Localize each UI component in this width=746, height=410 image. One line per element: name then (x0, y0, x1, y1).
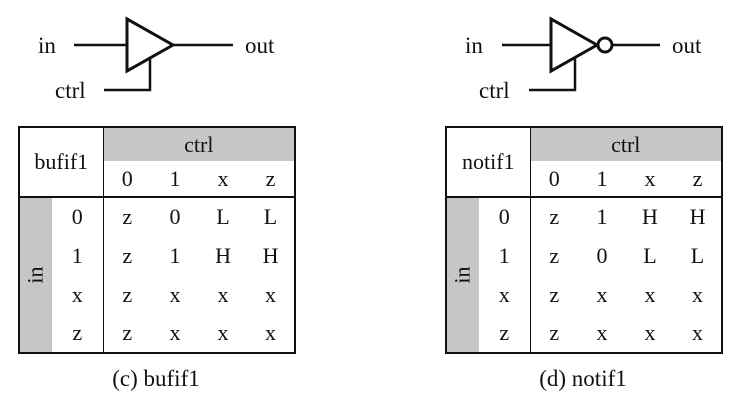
in-group-header: in (19, 197, 52, 353)
row-header: x (52, 275, 104, 314)
in-group-label: in (450, 266, 475, 284)
truth-cell: x (265, 281, 277, 307)
truth-cell: 0 (169, 204, 181, 229)
ctrl-group-header: ctrl (530, 127, 723, 161)
bufif1-out-label: out (245, 33, 275, 58)
truth-cell: x (692, 281, 703, 307)
bufif1-ctrl-wire (104, 57, 152, 92)
truth-cell: z (122, 242, 133, 268)
caption-notif1: (d) notif1 (539, 366, 627, 391)
in-group-header: in (446, 197, 479, 353)
truth-cell: 1 (169, 242, 181, 268)
table-row: x z x x x (19, 275, 295, 314)
truth-cell: L (216, 204, 230, 229)
col-header: 0 (530, 161, 578, 198)
truth-cell: z (122, 320, 133, 345)
truth-cell: x (265, 320, 277, 345)
truth-cell: x (169, 281, 181, 307)
notif1-truth-table: notif1 ctrl 0 1 x z in 0 z 1 H H 1 z 0 L… (445, 126, 724, 354)
notif1-ctrl-wire (529, 57, 577, 92)
table-row: in 0 z 0 L L (19, 197, 295, 353)
truth-cell: 1 (596, 204, 608, 229)
notif1-out-label: out (672, 33, 702, 58)
truth-cell: x (596, 281, 608, 307)
truth-cell: H (689, 204, 706, 229)
bufif1-in-label: in (38, 33, 56, 58)
table-row: 1 z 0 L L (446, 236, 722, 275)
table-row: z z x x x (446, 314, 722, 353)
truth-cell: z (122, 281, 133, 307)
row-header: 1 (479, 236, 531, 275)
table-row: z z x x x (19, 314, 295, 353)
row-header: x (479, 275, 531, 314)
truth-cell: H (262, 242, 279, 268)
truth-cell: z (549, 320, 560, 345)
truth-cell: L (263, 204, 278, 229)
truth-cell: z (549, 242, 560, 268)
bufif1-symbol: in out ctrl (38, 16, 275, 103)
bufif1-ctrl-label: ctrl (55, 78, 86, 103)
truth-cell: z (549, 281, 560, 307)
truth-cell: x (644, 281, 656, 307)
table-row: x z x x x (446, 275, 722, 314)
truth-cell: 0 (596, 242, 608, 268)
col-header: x (199, 161, 248, 198)
truth-cell: L (690, 242, 705, 268)
truth-cell: z (122, 204, 133, 229)
col-header: z (674, 161, 723, 198)
table-row: 1 z 1 H H (19, 236, 295, 275)
truth-cell: x (217, 320, 229, 345)
ctrl-group-header: ctrl (103, 127, 296, 161)
col-header: x (626, 161, 674, 198)
truth-cell: x (169, 320, 181, 345)
truth-cell: H (642, 204, 658, 229)
table-row: 0 1 x z (446, 161, 723, 198)
caption-bufif1: (c) bufif1 (112, 366, 200, 391)
truth-cell: x (217, 281, 229, 307)
col-header: z (247, 161, 296, 198)
notif1-in-label: in (465, 33, 483, 58)
inverter-bubble-icon (596, 36, 614, 54)
row-header: z (52, 314, 104, 353)
table-row: notif1 ctrl (446, 127, 723, 198)
table-row: 0 1 x z (19, 161, 296, 198)
notif1-symbol: in out ctrl (465, 16, 702, 103)
col-header: 0 (103, 161, 152, 198)
truth-cell: x (596, 320, 608, 345)
row-header: 0 (52, 197, 104, 236)
truth-cell: x (644, 320, 656, 345)
truth-cell: x (692, 320, 703, 345)
table-row: bufif1 ctrl (19, 127, 296, 198)
table-corner-gate-name: notif1 (446, 127, 531, 198)
row-header: z (479, 314, 531, 353)
truth-cell: L (643, 242, 657, 268)
truth-cell: z (549, 204, 560, 229)
bufif1-truth-table: bufif1 ctrl 0 1 x z in 0 z 0 L L 1 z 1 H… (18, 126, 297, 354)
table-corner-gate-name: bufif1 (19, 127, 104, 198)
truth-cell: H (215, 242, 231, 268)
col-header: 1 (578, 161, 626, 198)
notif1-ctrl-label: ctrl (479, 78, 510, 103)
row-header: 1 (52, 236, 104, 275)
col-header: 1 (151, 161, 200, 198)
row-header: 0 (479, 197, 531, 236)
in-group-label: in (23, 266, 48, 284)
table-row: in 0 z 1 H H (446, 197, 722, 353)
